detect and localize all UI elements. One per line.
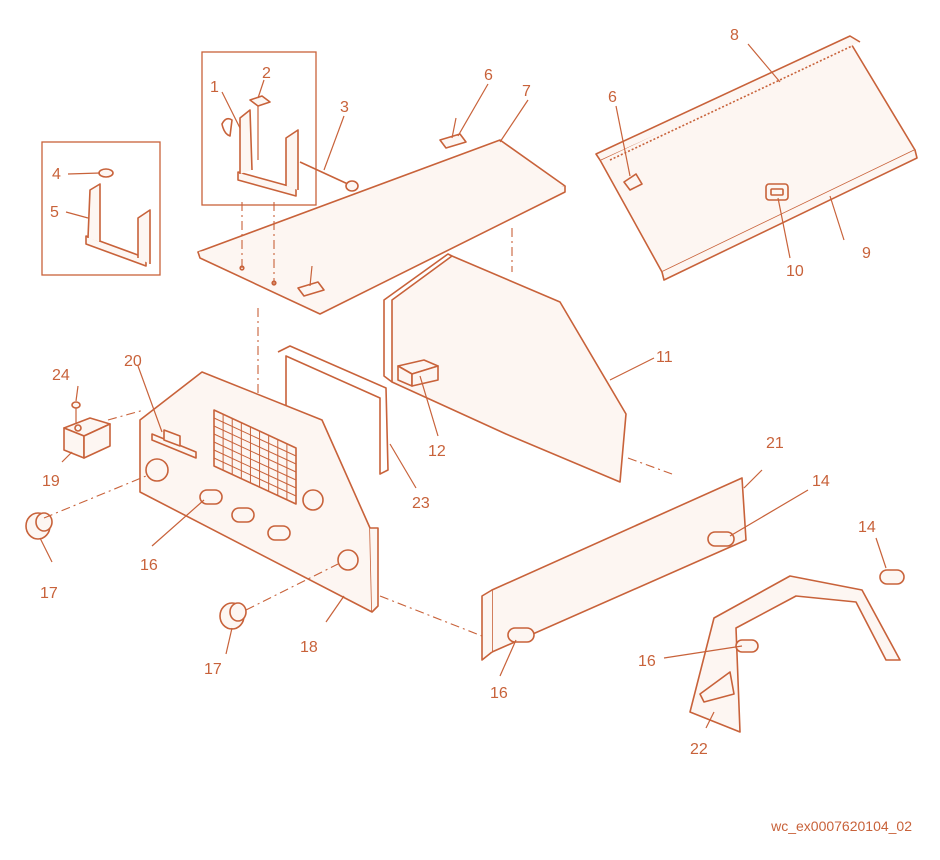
side-panel-part-11 (391, 255, 627, 483)
frame-part-23 (277, 345, 389, 475)
latch-part-6-cover (623, 173, 643, 191)
callout-16-fender: 16 (638, 653, 656, 670)
cap-part-4 (98, 168, 114, 178)
detail-box-bracket-assembly (201, 51, 317, 206)
fender-part-22 (689, 575, 901, 733)
callout-20: 20 (124, 353, 142, 370)
callout-14-loose: 14 (858, 519, 876, 536)
side-panel-part-21 (481, 477, 747, 661)
callout-16-panel: 16 (490, 685, 508, 702)
box-part-19 (63, 417, 111, 459)
nut-part-2 (249, 95, 271, 160)
grommet-part-14-loose (879, 569, 905, 585)
callout-21: 21 (766, 435, 784, 452)
callout-18: 18 (300, 639, 318, 656)
callout-11: 11 (656, 349, 673, 366)
callout-7: 7 (522, 83, 531, 100)
switch-part-20 (151, 429, 197, 459)
callout-17-left: 17 (40, 585, 58, 602)
cover-panel-part-9 (595, 35, 918, 281)
callout-6-cover: 6 (608, 89, 617, 106)
callout-24: 24 (52, 367, 70, 384)
callout-5: 5 (50, 204, 59, 221)
plug-part-17-bottom (219, 602, 247, 630)
callout-14-panel: 14 (812, 473, 830, 490)
callout-6-top: 6 (484, 67, 493, 84)
handle-part-10 (765, 183, 789, 201)
callout-1: 1 (210, 79, 219, 96)
callout-19: 19 (42, 473, 60, 490)
plug-part-17-left (25, 512, 53, 540)
callout-labels: 1 2 3 4 5 6 7 8 6 9 10 11 12 23 24 20 19… (40, 27, 876, 758)
callout-9: 9 (862, 245, 871, 262)
figure-id: wc_ex0007620104_02 (771, 818, 912, 834)
callout-23: 23 (412, 495, 430, 512)
bracket-part-1 (221, 109, 299, 197)
callout-3: 3 (340, 99, 349, 116)
callout-22: 22 (690, 741, 708, 758)
callout-8: 8 (730, 27, 739, 44)
callout-4: 4 (52, 166, 61, 183)
callout-12: 12 (428, 443, 446, 460)
hinge-strip-part-8 (609, 45, 853, 161)
block-part-12 (397, 359, 439, 387)
callout-17-bottom: 17 (204, 661, 222, 678)
grille-part-20 (213, 409, 297, 505)
bracket-part-5 (85, 183, 151, 267)
callout-10: 10 (786, 263, 804, 280)
detail-box-bracket (41, 141, 161, 276)
alignment-lines (43, 202, 673, 637)
knob-part-24 (71, 401, 81, 424)
front-panel-part-18 (139, 371, 379, 613)
leader-lines (39, 43, 887, 729)
callout-16-front: 16 (140, 557, 158, 574)
top-panel-part-7 (197, 139, 566, 315)
grommets-part-16-front (199, 489, 291, 541)
latch-part-6-top (297, 117, 467, 297)
rod-part-3 (299, 161, 359, 192)
callout-2: 2 (262, 65, 271, 82)
